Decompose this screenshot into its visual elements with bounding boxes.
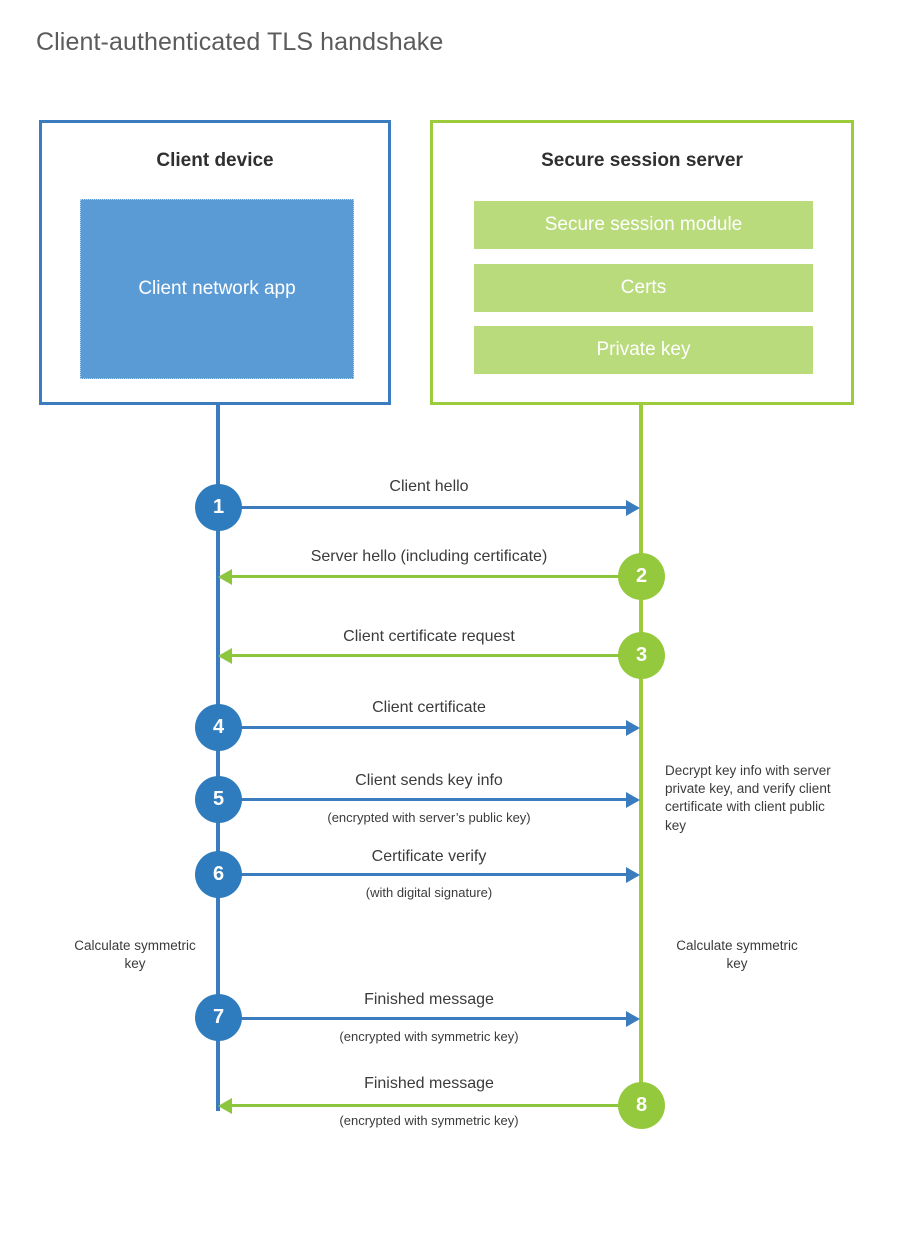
server-module-private-key: Private key (474, 326, 813, 374)
step-1-arrow-line (218, 506, 626, 509)
step-8-arrow-line (232, 1104, 640, 1107)
client-network-app-block: Client network app (80, 199, 354, 379)
step-7-sub-label: (encrypted with symmetric key) (339, 1029, 519, 1044)
step-6-sub-label: (with digital signature) (365, 885, 493, 900)
step-8-arrow-head (218, 1098, 232, 1114)
step-3-label: Client certificate request (343, 628, 515, 645)
step-3-arrow-head (218, 648, 232, 664)
step-5-sub-label: (encrypted with server’s public key) (327, 810, 531, 825)
step-7-circle[interactable]: 7 (195, 994, 242, 1041)
client-lifeline (216, 405, 220, 1111)
step-1-arrow-head (626, 500, 640, 516)
step-1-label: Client hello (389, 478, 469, 495)
step-5-arrow-line (218, 798, 626, 801)
server-module-secure-session-module: Secure session module (474, 201, 813, 249)
step-6-arrow-line (218, 873, 626, 876)
step-2-arrow-head (218, 569, 232, 585)
step-8-circle[interactable]: 8 (618, 1082, 665, 1129)
step-6-circle[interactable]: 6 (195, 851, 242, 898)
step-8-label: Finished message (364, 1075, 494, 1092)
step-2-label: Server hello (including certificate) (310, 548, 548, 565)
step-2-circle[interactable]: 2 (618, 553, 665, 600)
server-calculate-symmetric-key-note: Calculate symmetric key (676, 938, 798, 972)
step-3-circle[interactable]: 3 (618, 632, 665, 679)
step-7-label: Finished message (364, 991, 494, 1008)
step-4-circle[interactable]: 4 (195, 704, 242, 751)
step-6-arrow-head (626, 867, 640, 883)
server-module-certs: Certs (474, 264, 813, 312)
server-decrypt-note: Decrypt key info with server private key… (665, 763, 831, 833)
step-8-sub-label: (encrypted with symmetric key) (339, 1113, 519, 1128)
step-5-arrow-head (626, 792, 640, 808)
step-7-arrow-line (218, 1017, 626, 1020)
step-1-circle[interactable]: 1 (195, 484, 242, 531)
step-6-label: Certificate verify (371, 848, 487, 865)
server-lifeline (639, 405, 643, 1105)
step-5-circle[interactable]: 5 (195, 776, 242, 823)
client-device-box: Client device Client network app (39, 120, 391, 405)
step-3-arrow-line (232, 654, 640, 657)
client-calculate-symmetric-key-note: Calculate symmetric key (74, 938, 196, 972)
step-4-arrow-line (218, 726, 626, 729)
step-7-arrow-head (626, 1011, 640, 1027)
client-device-title: Client device (156, 150, 274, 171)
step-5-label: Client sends key info (355, 772, 503, 789)
step-4-label: Client certificate (372, 699, 486, 716)
secure-session-server-title: Secure session server (541, 150, 743, 171)
step-2-arrow-line (232, 575, 640, 578)
step-4-arrow-head (626, 720, 640, 736)
page-title: Client-authenticated TLS handshake (36, 28, 444, 56)
secure-session-server-box: Secure session server Secure session mod… (430, 120, 854, 405)
